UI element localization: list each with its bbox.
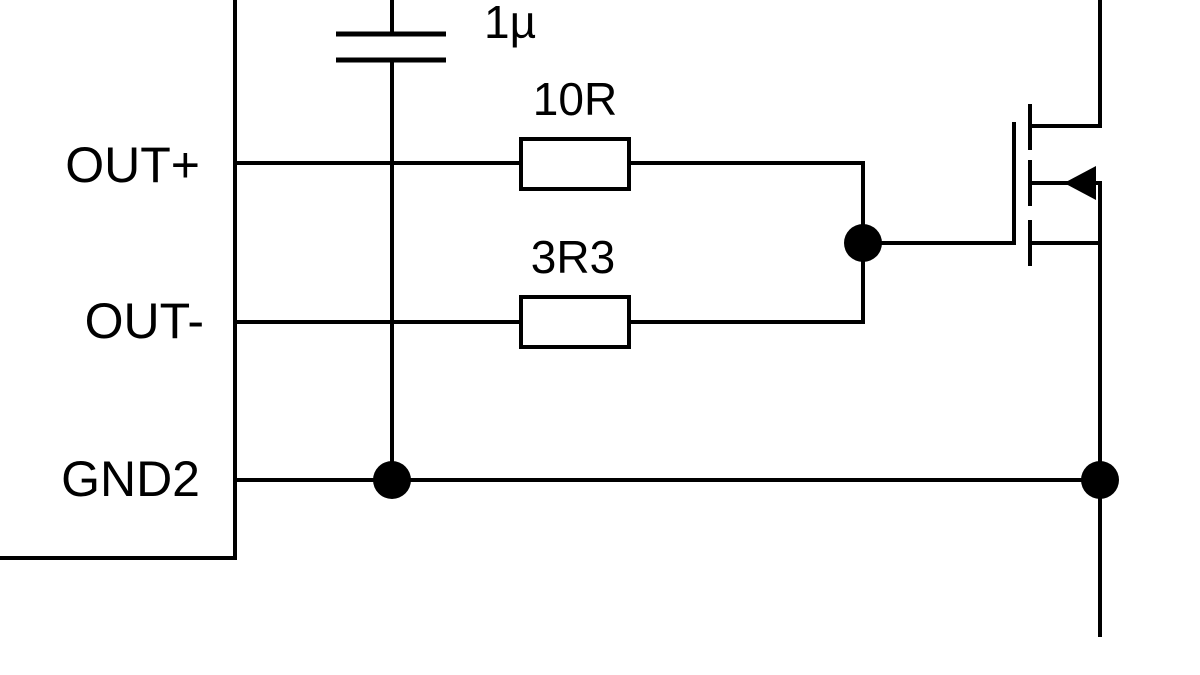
mosfet-arrow-icon: [1064, 166, 1096, 200]
pin-label-out-plus: OUT+: [65, 137, 200, 193]
pin-label-gnd2: GND2: [61, 451, 200, 507]
source-ground-junction-dot: [1081, 461, 1119, 499]
capacitor: [336, 0, 446, 63]
resistor-10r: [519, 137, 631, 191]
pin-label-out-minus: OUT-: [85, 293, 204, 349]
resistor-3r3-value-label: 3R3: [531, 231, 615, 283]
resistor-3r3: [519, 295, 631, 349]
ic-body-outline: [0, 0, 237, 560]
mosfet: [1012, 0, 1102, 637]
capacitor-value-label: 1µ: [484, 0, 536, 48]
capacitor-ground-junction-dot: [373, 461, 411, 499]
resistor-10r-value-label: 10R: [533, 73, 617, 125]
